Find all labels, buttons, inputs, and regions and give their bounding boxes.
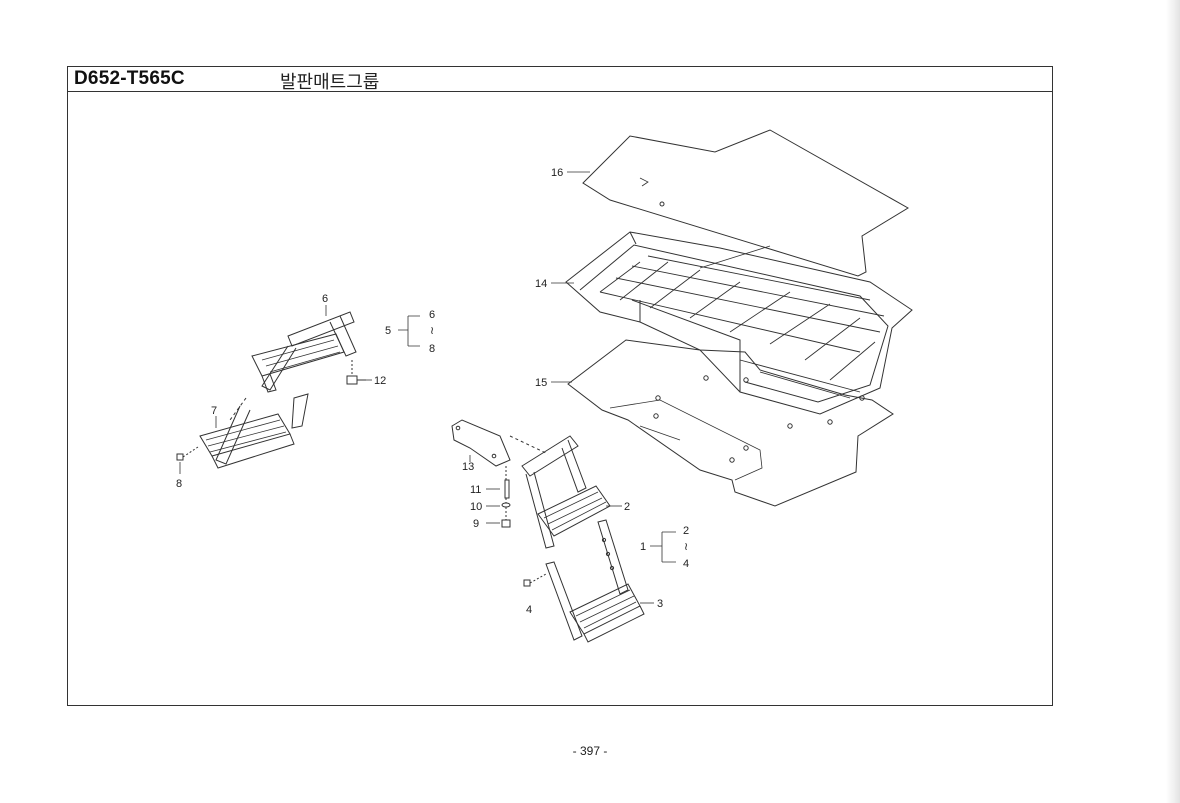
callout-4: 4	[526, 604, 532, 616]
callout-5-range-end: 8	[429, 343, 435, 355]
catalog-header: D652-T565C 발판매트그룹	[68, 67, 1052, 93]
leader-lines	[179, 171, 676, 604]
callout-5-range-tilde: ≀	[430, 325, 434, 337]
left-step-assembly	[176, 311, 366, 469]
callout-3: 3	[657, 598, 663, 610]
callout-5: 5	[385, 325, 391, 337]
callout-6: 6	[322, 293, 328, 305]
page-number: - 397 -	[572, 744, 608, 758]
callout-16: 16	[551, 167, 563, 179]
callout-1: 1	[640, 541, 646, 553]
callout-9: 9	[473, 518, 479, 530]
callout-12: 12	[374, 375, 386, 387]
callout-labels: 16 14 15 6 5 6 ≀ 8 12 7 8 13 11 10 9 2 1…	[176, 167, 689, 616]
callout-15: 15	[535, 377, 547, 389]
group-title: 발판매트그룹	[280, 72, 380, 93]
callout-13: 13	[462, 461, 474, 473]
callout-10: 10	[470, 501, 482, 513]
floor-plate-part	[567, 339, 894, 507]
catalog-frame: D652-T565C 발판매트그룹	[67, 66, 1053, 706]
callout-1-range-end: 4	[683, 558, 689, 570]
mat-frame-part	[565, 231, 913, 415]
callout-5-range-start: 6	[429, 309, 435, 321]
page-edge-shadow	[1166, 0, 1180, 803]
callout-1-range-start: 2	[683, 525, 689, 537]
model-code: D652-T565C	[74, 68, 185, 89]
floor-mat-part	[582, 129, 909, 277]
callout-11: 11	[470, 484, 481, 496]
center-bracket-assembly	[451, 419, 549, 528]
ladder-step-assembly	[521, 435, 645, 643]
callout-8: 8	[176, 478, 182, 490]
callout-14: 14	[535, 278, 547, 290]
callout-7: 7	[211, 405, 217, 417]
callout-2: 2	[624, 501, 630, 513]
callout-1-range-tilde: ≀	[684, 541, 688, 553]
